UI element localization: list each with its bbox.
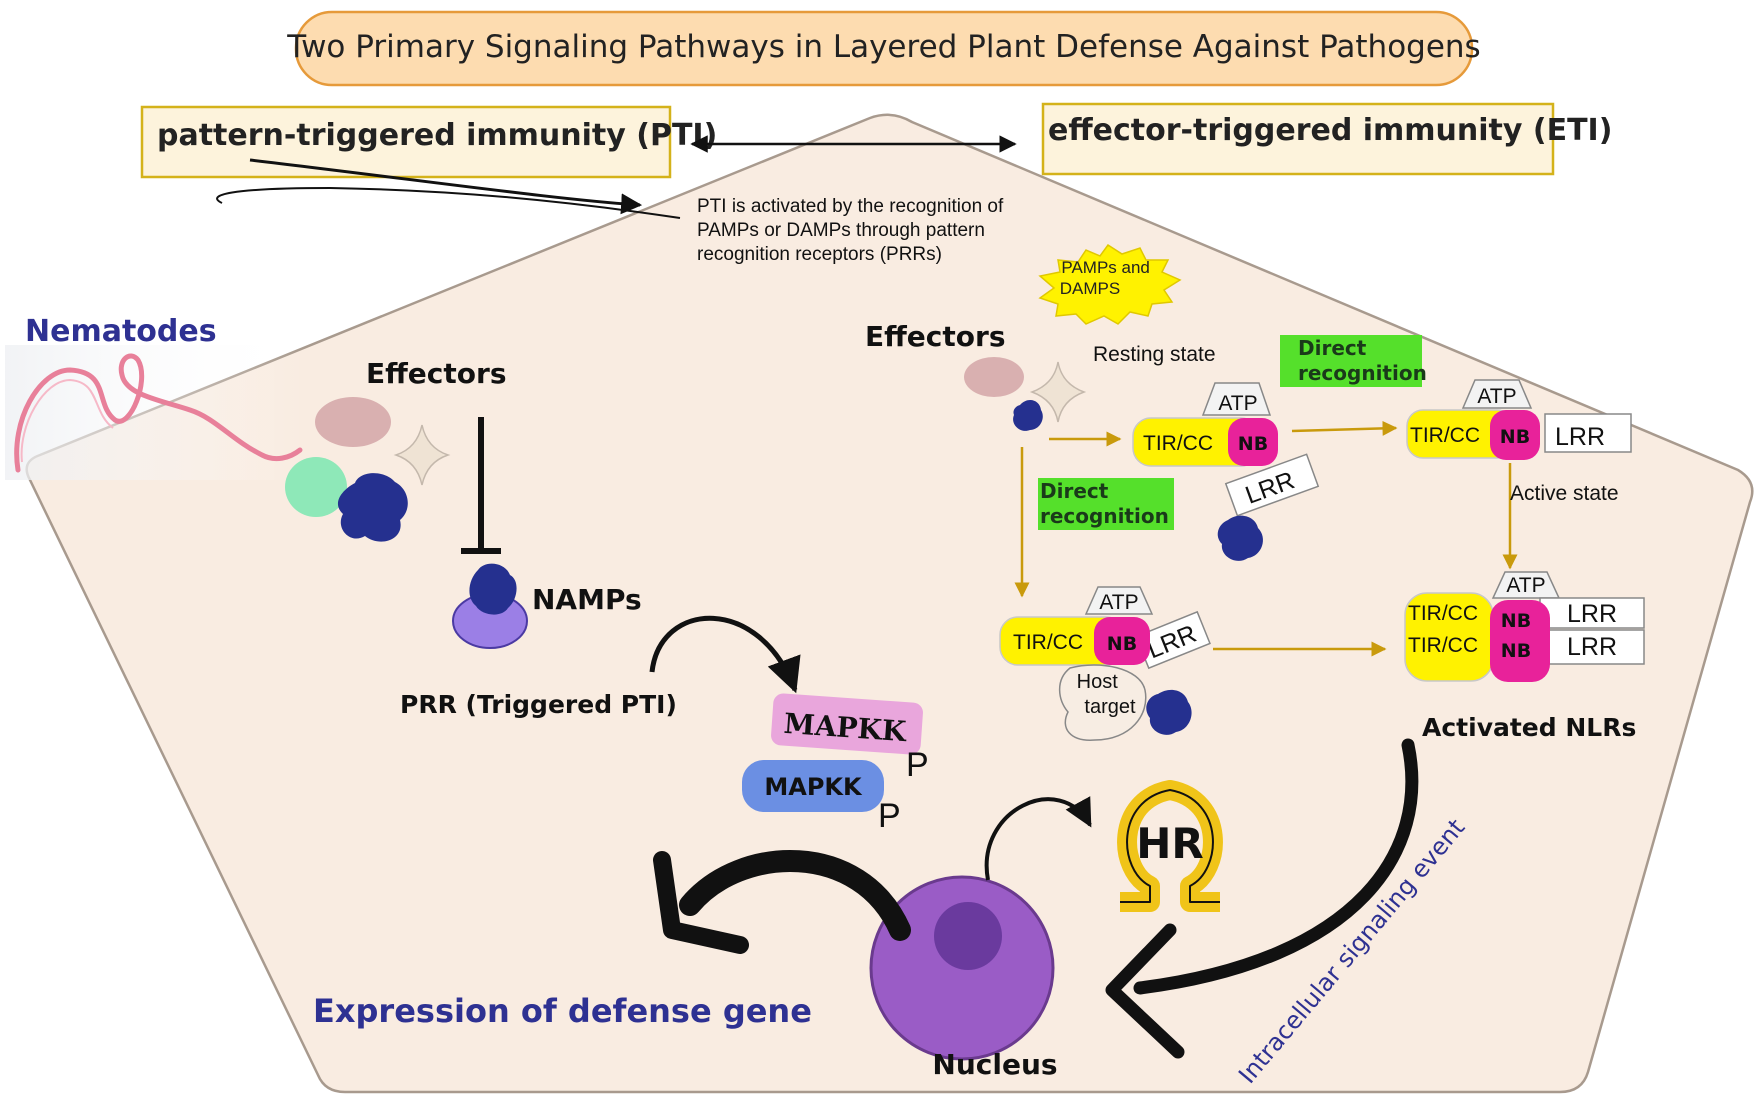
nematode-backdrop: [5, 345, 305, 480]
nb-activated: [1490, 600, 1550, 682]
host-target-line-2: target: [1084, 696, 1136, 718]
eti-box: [1041, 102, 1555, 176]
direct-recognition-top-line-1: Direct: [1298, 336, 1367, 360]
activated-nlrs-label: Activated NLRs: [1422, 713, 1636, 742]
active-state-label: Active state: [1510, 482, 1619, 505]
pti-note-line-3: recognition receptors (PRRs): [697, 244, 942, 265]
nematode-icon: [14, 353, 303, 473]
nucleolus: [934, 902, 1002, 970]
tir-activated-2-label: TIR/CC: [1408, 634, 1478, 657]
atp-direct-label: ATP: [1477, 385, 1516, 408]
effectors-left-label: Effectors: [366, 357, 507, 390]
nb-host: [1094, 617, 1150, 665]
atp-activated-label: ATP: [1506, 574, 1545, 597]
tir-activated-1-label: TIR/CC: [1408, 602, 1478, 625]
phospho-top: P: [906, 746, 929, 784]
lrr-direct-label: LRR: [1555, 423, 1605, 451]
mapkk-bottom-pill: [742, 760, 884, 812]
direct-recognition-mid-line-2: recognition: [1040, 504, 1169, 528]
lrr-resting: [1224, 453, 1320, 517]
effectors-right-label: Effectors: [865, 320, 1006, 353]
mapkk-top-pill: [771, 693, 923, 755]
pti-box: [140, 105, 672, 179]
host-target-line-1: Host: [1077, 671, 1119, 693]
pti-label: pattern-triggered immunity (PTI): [157, 118, 717, 153]
mapkk-bottom-label: MAPKK: [764, 773, 863, 801]
resting-state-label: Resting state: [1093, 343, 1216, 366]
nb-activated-2-label: NB: [1501, 640, 1531, 662]
effector-right-pink-blob: [964, 357, 1024, 397]
hr-omega-outline: [1120, 789, 1220, 903]
effector-pink-blob: [315, 397, 391, 447]
title-box: [294, 10, 1474, 87]
effector-green-blob: [285, 457, 347, 517]
hr-label: HR: [1136, 819, 1204, 868]
prr-label: PRR (Triggered PTI): [400, 690, 677, 719]
nucleus-to-expression-arrowhead: [653, 851, 749, 954]
namps-label: NAMPs: [532, 583, 642, 616]
pti-note: PTI is activated by the recognition of P…: [697, 196, 1009, 265]
direct-recognition-mid-line-1: Direct: [1040, 479, 1109, 503]
nematodes-label: Nematodes: [25, 314, 217, 349]
tir-resting-label: TIR/CC: [1143, 432, 1213, 455]
host-target-shape: [1058, 664, 1147, 741]
lrr-activated-2-label: LRR: [1567, 633, 1617, 661]
prr-to-mapkk-arrow: [649, 615, 801, 694]
lrr-direct: [1544, 413, 1632, 453]
direct-recognition-top: Direct recognition: [1298, 336, 1427, 385]
host-target-label: Host target: [1077, 671, 1136, 718]
pamps-burst: [1038, 243, 1182, 325]
pamps-line-2: DAMPS: [1060, 279, 1120, 298]
pamps-label: PAMPs and DAMPS: [1060, 258, 1155, 298]
effector-right-blue-blob: [1013, 399, 1043, 431]
expression-defense-label: Expression of defense gene: [313, 992, 812, 1030]
nlr-to-nucleus-arrowhead: [1105, 923, 1185, 1059]
nb-direct: [1490, 410, 1540, 460]
phospho-bottom: P: [878, 797, 901, 835]
pti-note-line-2: PAMPs or DAMPs through pattern: [697, 220, 985, 241]
resting-to-direct-arrow: [1291, 420, 1398, 436]
lrr-activated-1-label: LRR: [1567, 600, 1617, 628]
page-title: Two Primary Signaling Pathways in Layere…: [286, 29, 1480, 65]
nucleus-label: Nucleus: [932, 1048, 1057, 1081]
nb-resting: [1228, 418, 1278, 466]
nlr-to-nucleus-arrow: [1133, 738, 1419, 995]
tir-direct-label: TIR/CC: [1410, 424, 1480, 447]
nucleus-to-hr-arrow: [984, 796, 1092, 881]
nb-direct-label: NB: [1500, 426, 1530, 448]
atp-direct: [1461, 379, 1533, 409]
effector-star-right: [1029, 361, 1087, 423]
direct-recognition-mid-box: [1038, 478, 1174, 530]
direct-recognition-mid: Direct recognition: [1040, 479, 1169, 528]
effector-star-left: [393, 424, 451, 486]
nucleus-to-expression-arrow: [679, 850, 911, 941]
lrr-activated-2: [1539, 629, 1645, 665]
atp-host: [1084, 586, 1154, 615]
effector-resting-blob: [1217, 515, 1263, 561]
nb-activated-1-label: NB: [1501, 610, 1531, 632]
lrr-activated-1: [1539, 597, 1645, 629]
pti-note-line-1: PTI is activated by the recognition of: [697, 196, 1004, 217]
direct-recognition-top-line-2: recognition: [1298, 361, 1427, 385]
pti-note-arrow: [249, 158, 643, 215]
effector-host-blob: [1146, 689, 1192, 735]
effector-blue-blob: [337, 473, 408, 542]
namp-molecule: [469, 563, 517, 615]
tir-host-label: TIR/CC: [1013, 631, 1083, 654]
nematode-icon-inner: [20, 378, 114, 463]
atp-resting-label: ATP: [1218, 392, 1257, 415]
pamps-line-1: PAMPs and: [1061, 258, 1150, 277]
pti-note-swoosh: [216, 186, 681, 219]
eti-label: effector-triggered immunity (ETI): [1048, 113, 1612, 148]
atp-resting: [1201, 382, 1272, 416]
nb-resting-label: NB: [1238, 433, 1268, 455]
atp-host-label: ATP: [1099, 591, 1138, 614]
direct-recognition-top-box: [1280, 335, 1422, 387]
nb-host-label: NB: [1107, 633, 1137, 655]
